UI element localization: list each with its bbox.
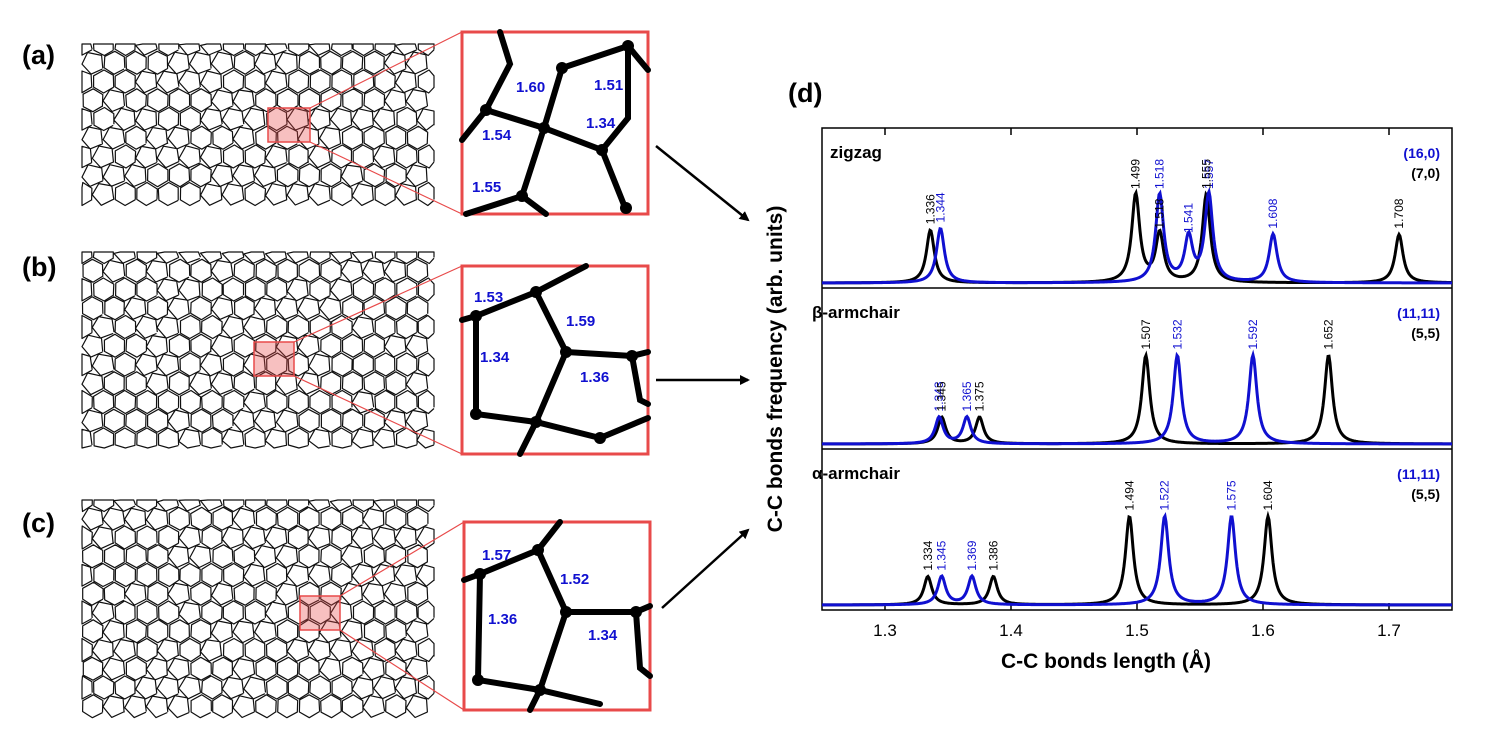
legend-entry: (11,11)	[1397, 466, 1440, 482]
peak-label: 1.541	[1182, 203, 1196, 233]
peak-label: 1.555	[1199, 159, 1213, 189]
legend-entry: (11,11)	[1397, 305, 1440, 321]
peak-label: 1.375	[973, 381, 987, 411]
peak-label: 1.365	[960, 381, 974, 411]
series-line	[822, 510, 1453, 607]
bond-label: 1.34	[586, 115, 616, 132]
peak-label: 1.708	[1392, 198, 1406, 228]
panel-b: (b) 1.53 1.59 1.34 1.36	[22, 251, 651, 457]
peak-label: 1.592	[1246, 319, 1260, 349]
x-axis-title: C-C bonds length (Å)	[1001, 649, 1211, 673]
panel-c-label: (c)	[22, 508, 55, 538]
subplot-title: zigzag	[830, 143, 882, 162]
lattice-network	[81, 43, 435, 207]
peak-label: 1.518	[1153, 198, 1167, 228]
panel-a-label: (a)	[22, 40, 55, 70]
series-line	[822, 188, 1453, 285]
panel-c-highlight	[299, 595, 341, 631]
peak-label: 1.334	[921, 540, 935, 570]
arrow-c	[661, 528, 750, 609]
bond-label: 1.53	[474, 289, 503, 306]
panel-b-lattice	[81, 251, 435, 449]
peak-label: 1.604	[1261, 480, 1275, 510]
panel-c-lattice	[81, 499, 435, 719]
series-line	[822, 186, 1452, 285]
panel-c-inset: 1.57 1.52 1.36 1.34	[461, 519, 653, 713]
peak-label: 1.507	[1139, 319, 1153, 349]
legend-entry: (5,5)	[1411, 486, 1440, 502]
panel-b-highlight	[253, 341, 295, 377]
peak-label: 1.575	[1225, 480, 1239, 510]
subplot-title: β-armchair	[812, 303, 900, 322]
subplot-title: α-armchair	[812, 464, 900, 483]
legend-entry: (7,0)	[1411, 165, 1440, 181]
lattice-network	[81, 251, 435, 449]
peak-label: 1.336	[923, 194, 937, 224]
peak-label: 1.386	[986, 540, 1000, 570]
panel-a-lattice	[81, 43, 435, 207]
panel-b-inset: 1.53 1.59 1.34 1.36	[459, 263, 651, 457]
series-line	[822, 349, 1452, 446]
legend-entry: (5,5)	[1411, 325, 1440, 341]
peak-label: 1.369	[965, 540, 979, 570]
chart-d: (d) C-C bonds frequency (arb. units) C-C…	[764, 78, 1453, 673]
bond-label: 1.36	[580, 369, 609, 386]
chart-d-label: (d)	[788, 78, 822, 108]
bond-label: 1.60	[516, 79, 545, 96]
x-tick-label: 1.7	[1377, 621, 1401, 640]
x-tick-label: 1.5	[1125, 621, 1149, 640]
panel-b-label: (b)	[22, 252, 56, 282]
bond-label: 1.57	[482, 547, 511, 564]
panel-a: (a) 1.60 1.51	[22, 29, 651, 217]
bond-label: 1.55	[472, 179, 501, 196]
arrow-a	[655, 145, 750, 222]
peak-label: 1.522	[1158, 480, 1172, 510]
x-tick-label: 1.3	[873, 621, 897, 640]
peak-label: 1.518	[1153, 159, 1167, 189]
bond-label: 1.34	[480, 349, 510, 366]
lattice-network	[81, 499, 435, 719]
x-tick-label: 1.4	[999, 621, 1023, 640]
panel-a-highlight	[267, 107, 311, 143]
peak-label: 1.345	[935, 381, 949, 411]
peak-label: 1.494	[1122, 480, 1136, 510]
peak-label: 1.532	[1170, 319, 1184, 349]
series-line	[821, 350, 1452, 446]
peak-label: 1.344	[933, 192, 947, 222]
peak-label: 1.343	[932, 381, 946, 411]
bond-label: 1.51	[594, 77, 623, 94]
bond-label: 1.36	[488, 611, 517, 628]
peak-label: 1.499	[1129, 159, 1143, 189]
panel-c: (c) 1.57 1.52 1.36 1.34	[22, 499, 653, 719]
bond-label: 1.34	[588, 627, 618, 644]
bond-label: 1.52	[560, 571, 589, 588]
y-axis-title: C-C bonds frequency (arb. units)	[764, 206, 787, 533]
bond-label: 1.54	[482, 127, 512, 144]
peak-label: 1.557	[1202, 159, 1216, 189]
peak-label: 1.345	[935, 540, 949, 570]
peak-label: 1.608	[1266, 198, 1280, 228]
bond-label: 1.59	[566, 313, 595, 330]
peak-label: 1.652	[1322, 319, 1336, 349]
panel-a-inset: 1.60 1.51 1.54 1.34 1.55	[459, 29, 651, 217]
x-tick-label: 1.6	[1251, 621, 1275, 640]
series-line	[822, 512, 1452, 607]
legend-entry: (16,0)	[1403, 145, 1440, 161]
